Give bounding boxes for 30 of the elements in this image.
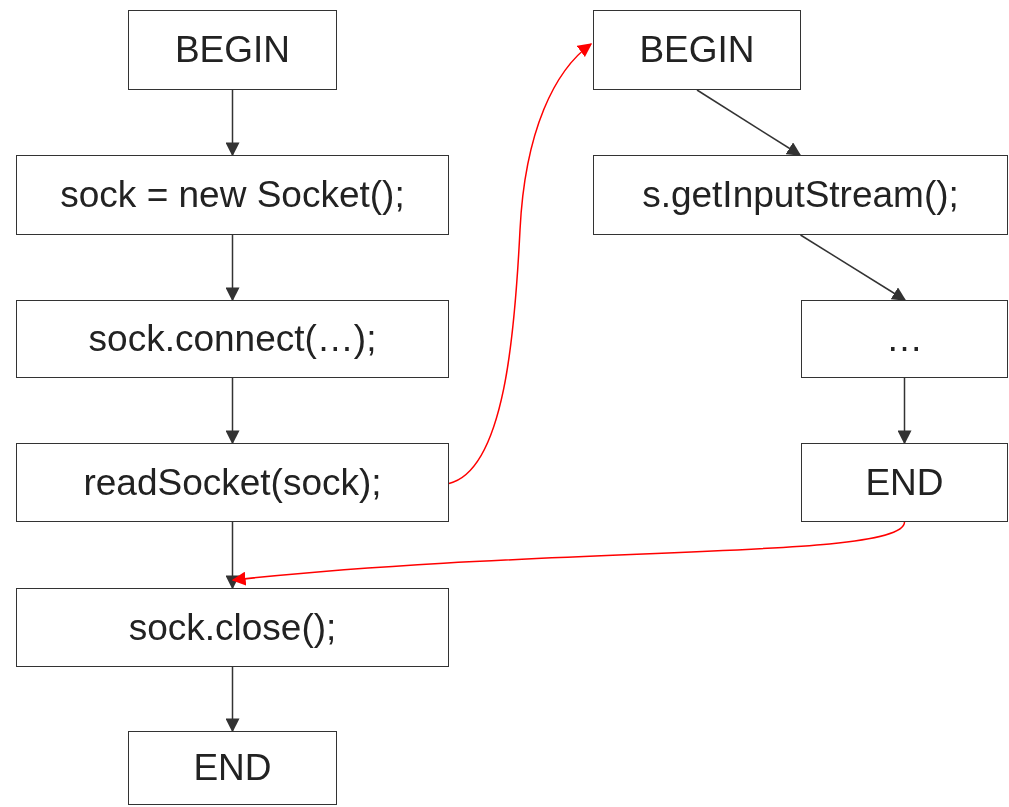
process-box	[16, 443, 449, 522]
box-label: …	[886, 317, 923, 362]
box-label: BEGIN	[174, 28, 291, 73]
box-label: sock.connect(…);	[88, 317, 377, 362]
process-box	[801, 443, 1008, 522]
arrow	[225, 666, 240, 733]
arrow	[897, 377, 912, 445]
process-box	[801, 300, 1008, 378]
process-box	[16, 588, 449, 667]
process-box	[128, 10, 337, 90]
box-label: END	[865, 460, 944, 505]
process-box	[16, 155, 449, 235]
box-label: sock = new Socket();	[60, 173, 405, 218]
process-box	[593, 10, 801, 90]
box-label: BEGIN	[639, 28, 755, 73]
arrow	[696, 89, 802, 156]
arrow	[225, 89, 240, 157]
process-box	[128, 731, 337, 805]
box-label: sock.close();	[128, 605, 337, 650]
box-label: END	[193, 746, 272, 791]
process-box	[593, 155, 1008, 235]
process-box	[16, 300, 449, 378]
arrow	[225, 377, 240, 445]
box-label: s.getInputStream();	[642, 173, 959, 218]
arrow	[225, 234, 240, 302]
arrow	[225, 521, 240, 590]
arrow	[448, 43, 593, 485]
arrow	[231, 521, 906, 586]
box-label: readSocket(sock);	[83, 460, 382, 505]
arrow	[799, 234, 907, 301]
